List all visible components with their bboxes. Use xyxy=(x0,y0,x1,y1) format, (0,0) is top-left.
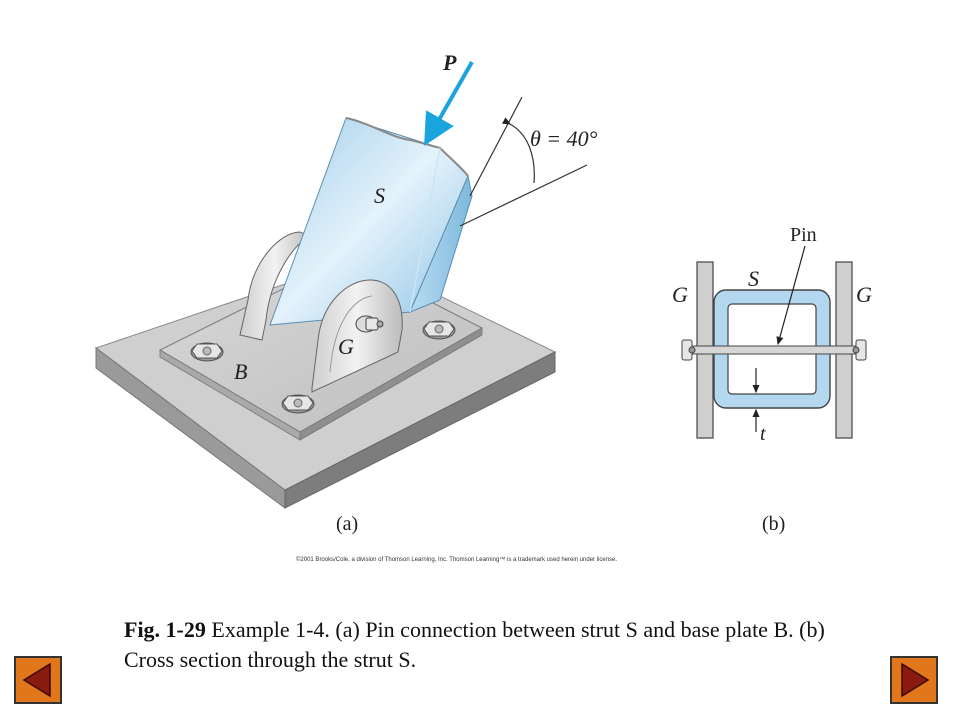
angle-arc xyxy=(501,117,535,184)
caption-a: (a) xyxy=(336,513,358,535)
triangle-left-icon xyxy=(22,662,51,698)
label-b: B xyxy=(234,359,247,384)
front-lug xyxy=(311,279,403,393)
figure-b: Pin S G G t (b) xyxy=(672,224,872,535)
pin xyxy=(681,339,867,361)
reference-line xyxy=(469,96,523,197)
strut xyxy=(269,117,473,326)
label-g: G xyxy=(338,334,354,359)
bolt xyxy=(190,342,224,362)
label-g-right: G xyxy=(856,282,872,307)
bolt xyxy=(281,394,315,414)
next-slide-button[interactable] xyxy=(890,656,938,704)
label-t: t xyxy=(760,423,766,445)
caption-text: Example 1-4. (a) Pin connection between … xyxy=(124,617,825,672)
copyright-notice: ©2001 Brooks/Cole, a division of Thomson… xyxy=(296,557,618,563)
figure-a: P θ = 40° S G B (a) xyxy=(94,50,598,535)
bolt xyxy=(422,320,456,340)
label-p: P xyxy=(442,50,457,75)
label-g-left: G xyxy=(672,282,688,307)
figure-diagram: P θ = 40° S G B (a) Pin S xyxy=(94,50,872,535)
label-s: S xyxy=(374,183,385,208)
pin-head xyxy=(355,315,384,333)
label-s-b: S xyxy=(748,266,759,291)
previous-slide-button[interactable] xyxy=(14,656,62,704)
triangle-right-icon xyxy=(901,662,930,698)
figure-caption: Fig. 1-29 Example 1-4. (a) Pin connectio… xyxy=(124,615,844,675)
figure-number: Fig. 1-29 xyxy=(124,617,206,642)
label-pin: Pin xyxy=(790,224,817,246)
reference-line xyxy=(459,164,588,227)
caption-b: (b) xyxy=(762,513,785,535)
label-theta: θ = 40° xyxy=(530,126,598,151)
pin-leader xyxy=(776,245,806,346)
force-arrow xyxy=(424,61,474,146)
